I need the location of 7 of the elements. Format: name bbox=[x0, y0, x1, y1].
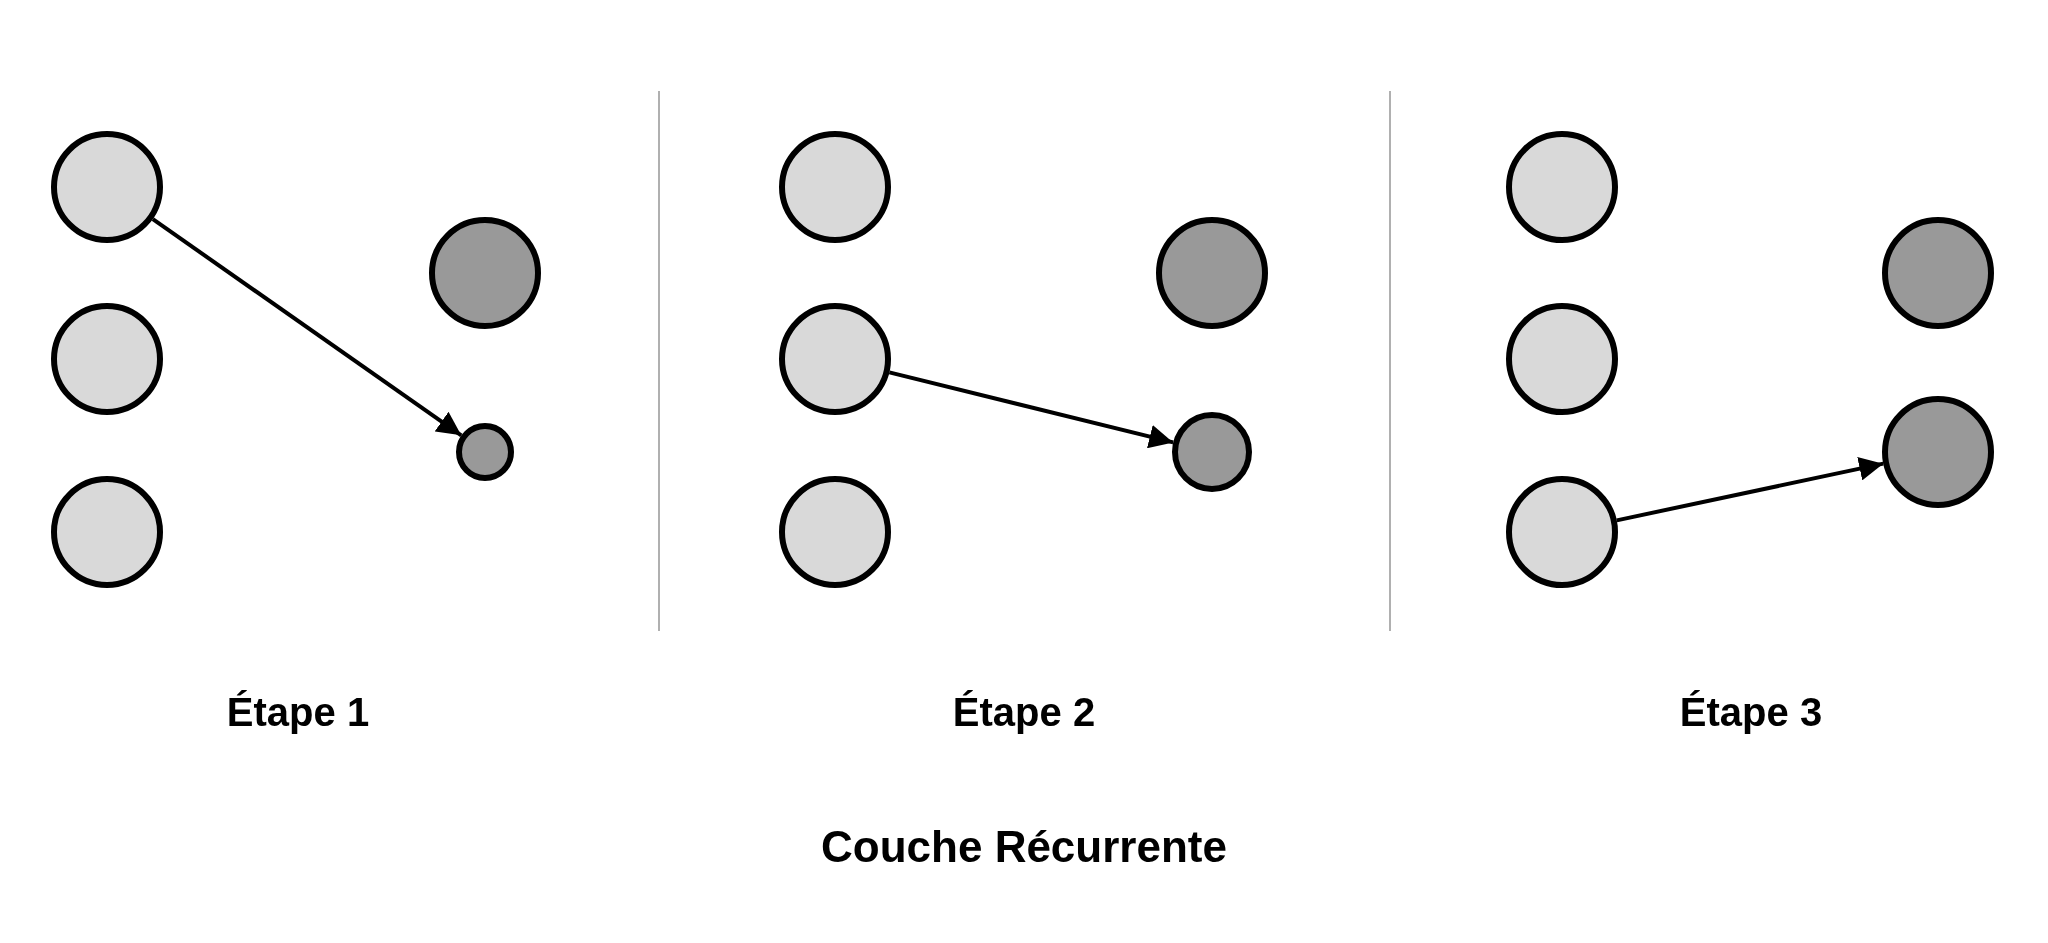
diagram-title: Couche Récurrente bbox=[821, 821, 1227, 873]
arrow bbox=[888, 370, 1174, 449]
step-label: Étape 3 bbox=[1679, 689, 1823, 736]
step-label: Étape 1 bbox=[226, 689, 370, 736]
arrow bbox=[151, 217, 463, 437]
step-label: Étape 2 bbox=[952, 689, 1096, 736]
arrow bbox=[1616, 456, 1884, 523]
